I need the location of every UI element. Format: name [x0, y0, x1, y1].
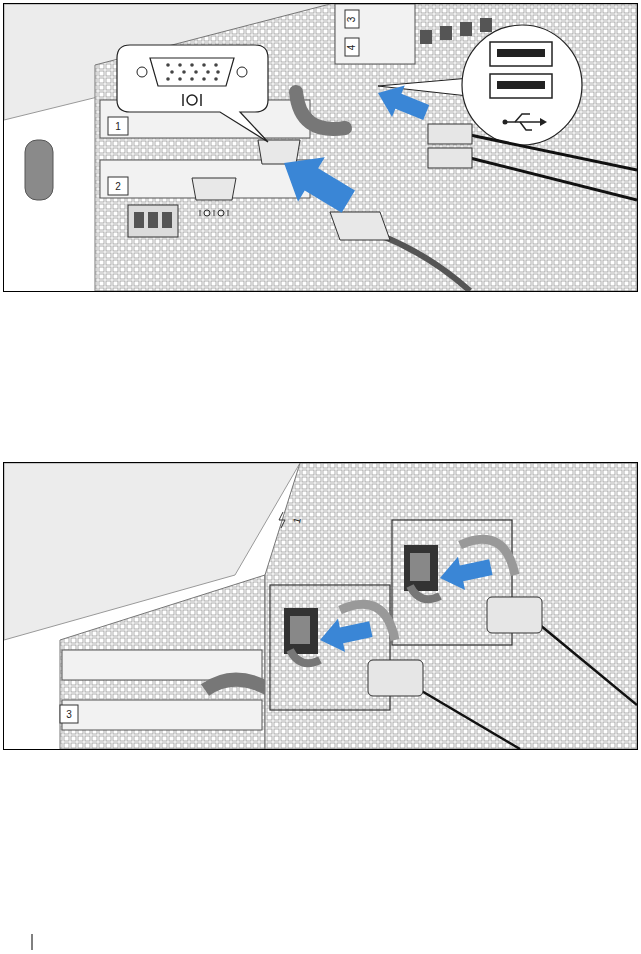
- figure-power: [284, 608, 318, 654]
- figure-video-usb: [462, 25, 582, 145]
- figure-video-usb: [128, 205, 178, 237]
- figure-video-usb: [178, 77, 182, 81]
- figure-power: [420, 690, 520, 749]
- callout-number: 1: [291, 516, 303, 524]
- figure-video-usb: [108, 117, 128, 135]
- figure-video-usb: [540, 118, 547, 126]
- figure-video-usb: [95, 4, 637, 291]
- callout-number: 1: [115, 121, 121, 132]
- footer-rule: [32, 934, 33, 950]
- figure-video-usb: [420, 30, 432, 44]
- figure-video-usb: [372, 77, 433, 128]
- figure-video-usb: [216, 70, 220, 74]
- figure-power: [436, 551, 494, 595]
- figure-video-usb: [202, 63, 206, 67]
- figure-video-usb: [258, 140, 300, 164]
- figure-video-usb: [182, 94, 184, 106]
- figure-video-usb: [214, 63, 218, 67]
- figure-video-usb: [330, 212, 390, 240]
- figure-power: [368, 660, 423, 696]
- figure-video-usb: [178, 63, 182, 67]
- figure-video-usb: [520, 122, 532, 130]
- figure-video-usb: [190, 77, 194, 81]
- figure-video-usb: [271, 141, 362, 224]
- figure-video-usb: [166, 77, 170, 81]
- figure-power: [404, 545, 438, 591]
- figure-video-usb: [345, 10, 359, 28]
- figure-power: [290, 650, 320, 663]
- figure-power: [316, 613, 374, 657]
- figure-video-usb: [190, 63, 194, 67]
- figure-video-usb: [202, 77, 206, 81]
- figure-video-usb: [25, 140, 53, 200]
- figure-video-usb: [148, 212, 158, 228]
- figure-video-usb: [150, 58, 234, 86]
- figure-video-usb: [428, 148, 472, 168]
- figure-video-usb: [503, 120, 508, 125]
- figure-video-usb: [117, 45, 268, 142]
- figure-power: [410, 586, 440, 599]
- figure-video-usb: [470, 158, 637, 200]
- figure-video-usb: [194, 70, 198, 74]
- figure-power: [4, 463, 637, 749]
- figure-frame: [4, 4, 638, 292]
- figure-video-usb: [204, 210, 210, 216]
- figure-video-usb: [214, 210, 215, 216]
- figure-video-usb: [505, 114, 540, 130]
- figure-power: [290, 616, 310, 644]
- figure-video-usb: [497, 81, 545, 89]
- figure-video-usb: [200, 210, 201, 216]
- figure-video-usb: [228, 210, 229, 216]
- figure-power: [265, 463, 637, 749]
- callout-number: 4: [347, 44, 358, 50]
- figure-frame: [4, 463, 638, 750]
- figure-video-usb: [182, 70, 186, 74]
- figure-video-usb: [237, 67, 247, 77]
- figure-video-usb: [4, 4, 637, 291]
- figure-video-usb: [162, 212, 172, 228]
- figure-video-usb: [200, 94, 202, 106]
- figure-power: [410, 553, 430, 581]
- figure-video-usb: [218, 210, 224, 216]
- figure-video-usb: [515, 114, 530, 122]
- figure-power: [60, 575, 265, 749]
- callout-number: 2: [115, 181, 121, 192]
- figure-video-usb: [134, 212, 144, 228]
- figure-power: [540, 625, 637, 705]
- figure-video-usb: [206, 70, 210, 74]
- figure-video-usb: [428, 124, 472, 144]
- figure-power: [279, 512, 285, 528]
- figure-video-usb: [505, 121, 540, 123]
- figure-video-usb: [480, 18, 492, 32]
- figure-power: [60, 705, 78, 723]
- figure-power: [62, 700, 262, 730]
- figure-video-usb: [420, 18, 492, 44]
- figure-video-usb: [497, 49, 545, 57]
- figure-video-usb: [380, 235, 470, 291]
- figure-video-usb: [460, 22, 472, 36]
- figure-video-usb: [166, 63, 170, 67]
- figure-video-usb: [166, 63, 220, 81]
- figure-power: [487, 597, 542, 633]
- figure-video-usb: [440, 26, 452, 40]
- figure-video-usb: [335, 4, 415, 64]
- figure-video-usb: [137, 67, 147, 77]
- figure-video-usb: [192, 178, 236, 200]
- figure-video-usb: [187, 95, 197, 105]
- callout-number: 3: [347, 16, 358, 22]
- figure-video-usb: [108, 177, 128, 195]
- figure-video-usb: [170, 70, 174, 74]
- figure-video-usb: [490, 74, 552, 98]
- figure-video-usb: [345, 38, 359, 56]
- figure-video-usb: [490, 42, 552, 66]
- figure-video-usb: [214, 77, 218, 81]
- callout-number: 3: [66, 709, 72, 720]
- figure-video-usb: [296, 92, 345, 129]
